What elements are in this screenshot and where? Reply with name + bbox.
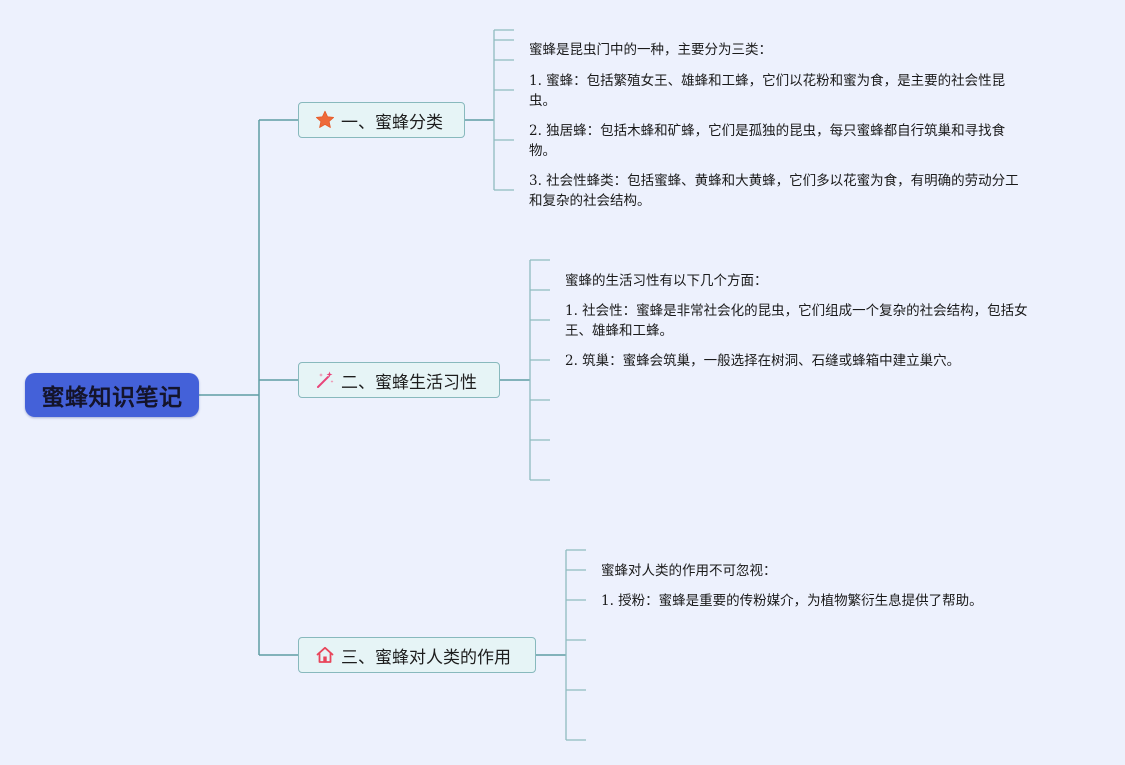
note-text: 1. 授粉：蜜蜂是重要的传粉媒介，为植物繁衍生息提供了帮助。 [601, 593, 983, 609]
note-text: 蜜蜂的生活习性有以下几个方面： [565, 273, 768, 289]
branch-topic-classification[interactable]: 一、蜜蜂分类 [298, 102, 465, 138]
branch-2-connector [500, 259, 550, 481]
branch-topic-label: 一、蜜蜂分类 [341, 112, 443, 133]
branch-3-connector [536, 549, 586, 741]
note-text: 3. 社会性蜂类：包括蜜蜂、黄蜂和大黄蜂，它们多以花蜜为食，有明确的劳动分工和复… [529, 173, 1019, 209]
branch-topic-human-benefits[interactable]: 三、蜜蜂对人类的作用 [298, 637, 536, 673]
note-text: 蜜蜂对人类的作用不可忽视： [601, 563, 777, 579]
note-text: 蜜蜂是昆虫门中的一种，主要分为三类： [529, 42, 772, 58]
note-text: 2. 独居蜂：包括木蜂和矿蜂，它们是孤独的昆虫，每只蜜蜂都自行筑巢和寻找食物。 [529, 123, 1006, 159]
star-icon [315, 110, 335, 130]
note-text: 2. 筑巢：蜜蜂会筑巢，一般选择在树洞、石缝或蜂箱中建立巢穴。 [565, 353, 961, 369]
root-topic[interactable]: 蜜蜂知识笔记 [25, 373, 199, 417]
branch-topic-label: 三、蜜蜂对人类的作用 [341, 647, 511, 668]
note-text: 1. 蜜蜂：包括繁殖女王、雄蜂和工蜂，它们以花粉和蜜为食，是主要的社会性昆虫。 [529, 73, 1006, 109]
note-text: 1. 社会性：蜜蜂是非常社会化的昆虫，它们组成一个复杂的社会结构，包括女王、雄蜂… [565, 303, 1028, 339]
branch-topic-label: 二、蜜蜂生活习性 [341, 372, 477, 393]
home-icon [315, 645, 335, 665]
root-connector [199, 119, 298, 656]
root-topic-label: 蜜蜂知识笔记 [41, 385, 183, 411]
magic-wand-icon [315, 370, 335, 390]
branch-topic-habits[interactable]: 二、蜜蜂生活习性 [298, 362, 500, 398]
branch-1-connector [465, 29, 514, 191]
